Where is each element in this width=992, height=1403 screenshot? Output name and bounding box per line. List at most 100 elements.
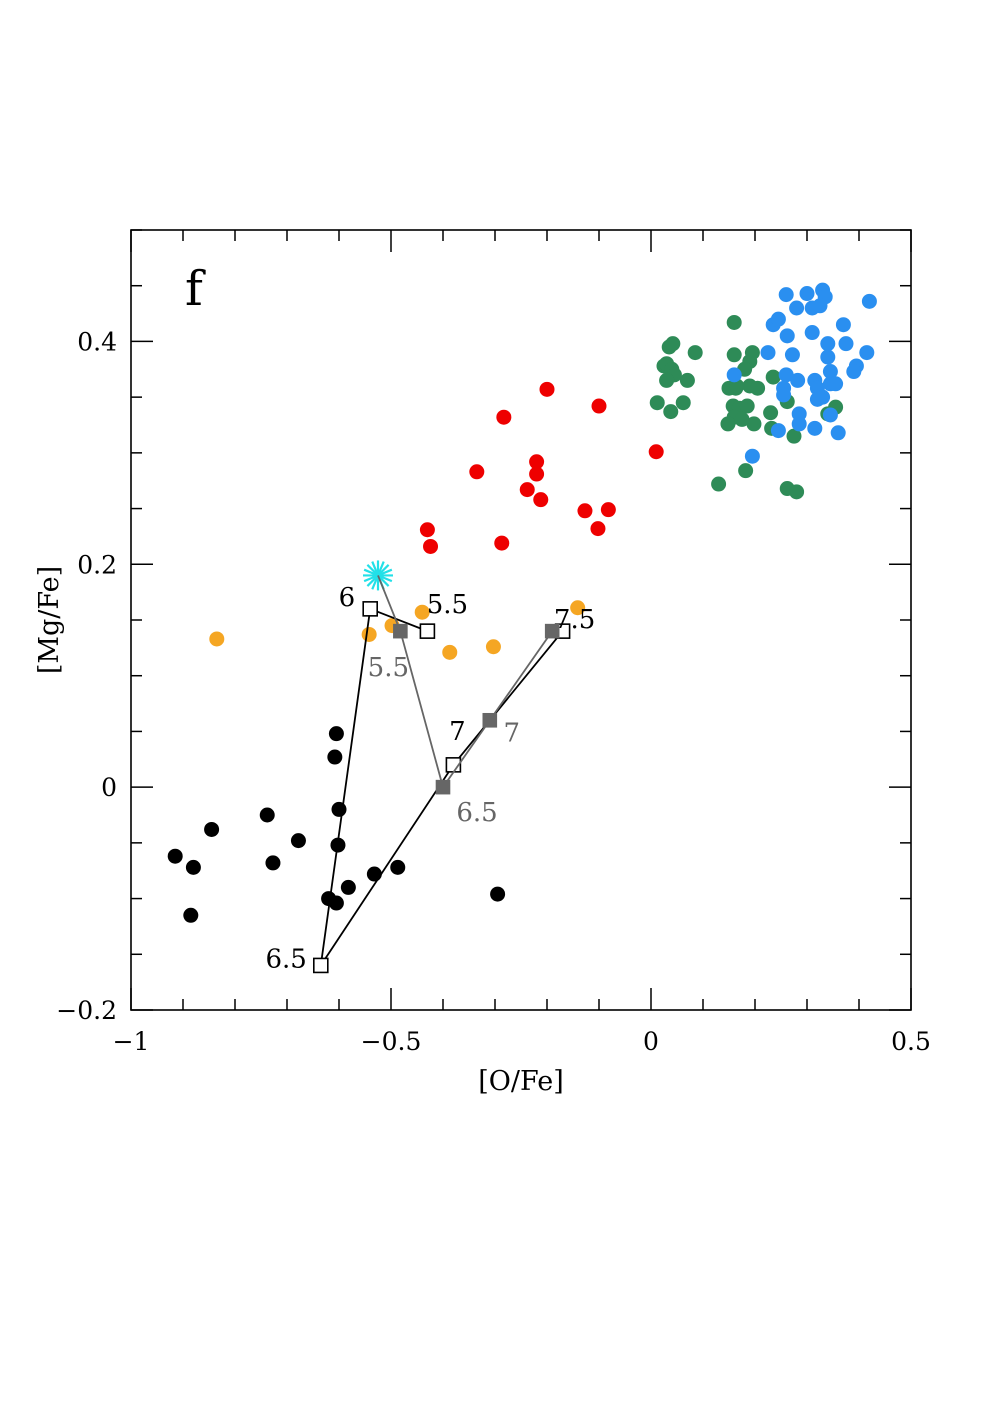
data-point	[779, 328, 795, 344]
data-point	[469, 464, 485, 480]
data-point	[789, 300, 805, 316]
data-point	[846, 364, 862, 380]
data-point	[600, 502, 616, 518]
y-tick-label: 0.4	[77, 327, 117, 356]
data-point	[361, 626, 377, 642]
data-point	[327, 749, 343, 765]
data-point	[679, 372, 695, 388]
data-point	[167, 848, 183, 864]
x-tick-label: 0	[643, 1027, 659, 1056]
data-point	[830, 425, 846, 441]
x-tick-label: 0.5	[891, 1027, 931, 1056]
data-point	[812, 298, 828, 314]
y-tick-label: 0.2	[77, 550, 117, 579]
data-point	[838, 336, 854, 352]
data-point	[331, 801, 347, 817]
track-label: 7	[449, 717, 466, 747]
data-point	[591, 398, 607, 414]
data-point	[734, 411, 750, 427]
data-point	[784, 347, 800, 363]
data-point	[340, 879, 356, 895]
x-tick-label: −1	[113, 1027, 150, 1056]
data-point	[209, 631, 225, 647]
data-point	[529, 454, 545, 470]
y-tick-label: 0	[101, 773, 117, 802]
data-point	[726, 347, 742, 363]
open-square-marker	[312, 957, 329, 974]
data-point	[799, 286, 815, 302]
data-point	[442, 644, 458, 660]
track-label: 7.5	[554, 605, 595, 635]
y-axis-title: [Mg/Fe]	[34, 566, 65, 674]
data-point	[815, 389, 831, 405]
data-point	[687, 345, 703, 361]
data-point	[763, 405, 779, 421]
data-point	[665, 336, 681, 352]
data-point	[750, 380, 766, 396]
data-point	[744, 448, 760, 464]
data-point	[770, 311, 786, 327]
open-square-marker	[419, 623, 436, 639]
data-point	[807, 420, 823, 436]
data-point	[859, 345, 875, 361]
chart-marks	[167, 282, 877, 923]
model-tracks: 5.566.577.55.56.57	[265, 575, 595, 974]
filled-square-marker	[544, 623, 560, 639]
data-point	[648, 444, 664, 460]
data-point	[820, 336, 836, 352]
filled-square-marker	[435, 779, 451, 795]
data-point	[259, 807, 275, 823]
data-point	[529, 466, 545, 482]
data-point	[738, 463, 754, 479]
data-point	[590, 521, 606, 537]
data-point	[820, 349, 836, 365]
data-point	[786, 428, 802, 444]
data-point	[804, 325, 820, 341]
data-point	[649, 395, 665, 411]
data-point	[519, 482, 535, 498]
track-label: 6.5	[265, 944, 306, 974]
data-point	[577, 503, 593, 519]
data-point	[490, 886, 506, 902]
data-point	[423, 538, 439, 554]
track-label: 5.5	[368, 653, 409, 683]
x-axis-title: [O/Fe]	[478, 1066, 564, 1097]
data-point	[533, 492, 549, 508]
panel-label: f	[185, 261, 206, 317]
data-point	[822, 407, 838, 423]
data-point	[265, 855, 281, 871]
data-point	[659, 372, 675, 388]
data-point	[390, 859, 406, 875]
data-point	[765, 369, 781, 385]
data-point	[778, 367, 794, 383]
data-point	[861, 293, 877, 309]
data-point	[183, 907, 199, 923]
data-point	[720, 416, 736, 432]
data-point	[726, 314, 742, 330]
data-point	[290, 833, 306, 849]
filled-square-marker	[393, 623, 408, 639]
data-point	[185, 859, 201, 875]
data-point	[791, 416, 807, 432]
data-point	[726, 367, 742, 383]
data-point	[485, 639, 501, 655]
data-point	[822, 364, 838, 380]
data-point	[835, 317, 851, 333]
data-point	[770, 423, 786, 439]
track-label: 5.5	[427, 590, 468, 620]
data-point	[663, 404, 679, 420]
data-point	[776, 387, 792, 403]
track-label: 7	[504, 718, 521, 748]
data-point	[744, 345, 760, 361]
data-point	[328, 726, 344, 742]
data-point	[366, 866, 382, 882]
open-square-marker	[362, 601, 379, 617]
data-point	[760, 345, 776, 361]
data-point	[711, 476, 727, 492]
filled-square-marker	[482, 712, 498, 728]
data-point	[778, 287, 794, 303]
data-point	[414, 604, 430, 620]
data-point	[790, 372, 806, 388]
track-label: 6.5	[456, 798, 497, 828]
